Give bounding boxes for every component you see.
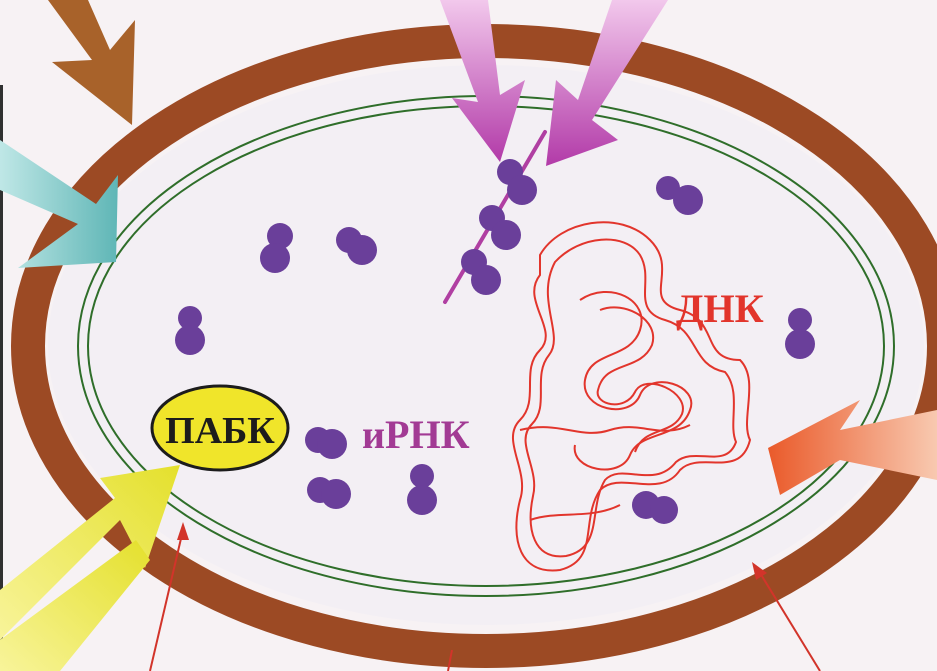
pabk-label: ПАБК (165, 410, 275, 452)
arrow-icon (48, 0, 135, 125)
ribosome-icon (785, 308, 815, 359)
ribosome-icon (175, 306, 205, 355)
irnk-label: иРНК (362, 412, 470, 457)
ribosome-icon (407, 464, 437, 515)
dnk-label: ДНК (676, 286, 764, 331)
